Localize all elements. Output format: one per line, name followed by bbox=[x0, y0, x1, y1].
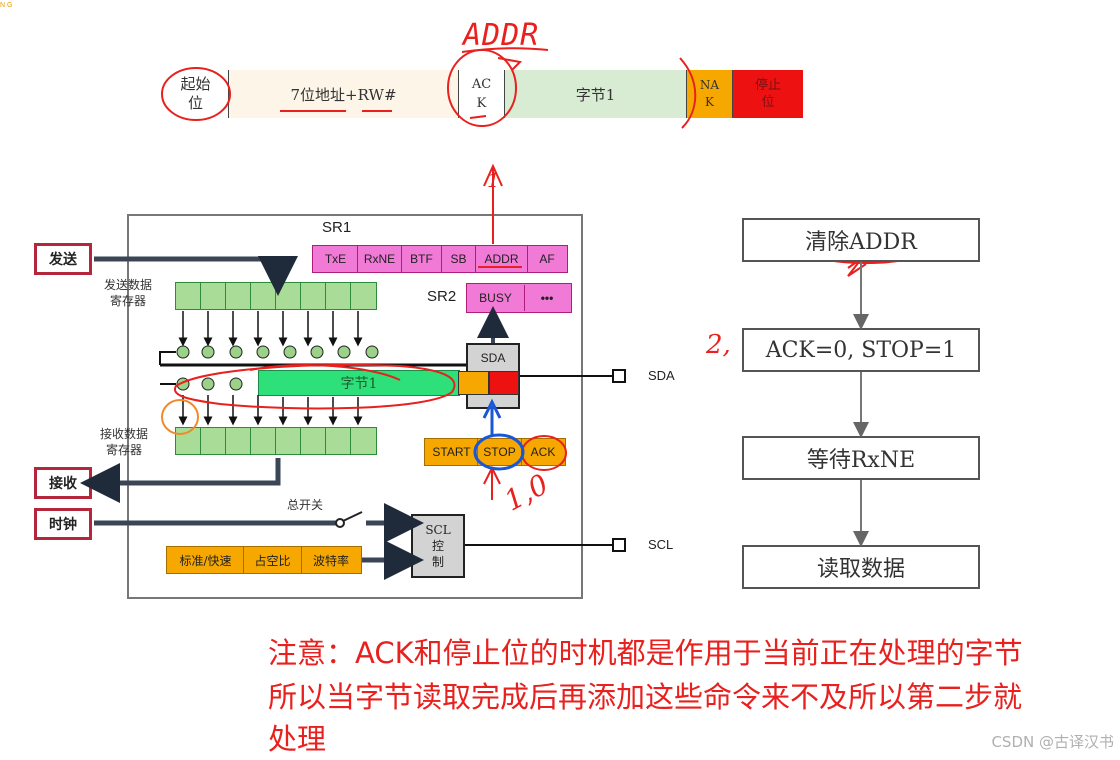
frame-start-bit: 起始 位 bbox=[163, 70, 229, 118]
note-line-1: 注意：ACK和停止位的时机都是作用于当前正在处理的字节 bbox=[268, 636, 1023, 670]
frame-ack: AC K bbox=[459, 70, 505, 118]
sr1-bit-sb: SB bbox=[442, 246, 476, 272]
send-label: 发送 bbox=[34, 243, 92, 275]
frame-byte1: 字节1 bbox=[505, 70, 687, 118]
receive-arrow bbox=[80, 458, 281, 503]
sr1-bit-af: AF bbox=[539, 252, 555, 266]
scl-config-duty: 占空比 bbox=[244, 547, 302, 573]
scl-config-mode: 标准/快速 bbox=[168, 547, 244, 573]
corner-tag: NG bbox=[0, 2, 15, 9]
ctrl-bit-ack: ACK bbox=[530, 445, 556, 459]
blue-handwriting bbox=[473, 398, 525, 471]
send-arrow bbox=[94, 256, 298, 296]
sr2-bit-more: ••• bbox=[540, 291, 554, 305]
shift-byte-label: 字节1 bbox=[340, 376, 378, 392]
scl-pin-label: SCL bbox=[648, 537, 674, 552]
sr1-bit-btf: BTF bbox=[402, 246, 442, 272]
sda-buffer-yellow bbox=[458, 371, 489, 395]
sda-block-label: SDA bbox=[480, 351, 506, 365]
rx-shift-nodes bbox=[176, 377, 243, 391]
flow-step-wait-rxne: 等待RxNE bbox=[742, 436, 980, 480]
tx-data-register-label: 发送数据 寄存器 bbox=[104, 278, 153, 308]
shift-register-byte1: 字节1 bbox=[258, 370, 460, 396]
ctrl-bit-start: START bbox=[426, 439, 478, 465]
sda-pin bbox=[612, 369, 626, 383]
i2c-block-diagram bbox=[127, 214, 583, 599]
sr2-bit-busy: BUSY bbox=[467, 285, 525, 311]
sda-pin-label: SDA bbox=[648, 368, 675, 383]
sr1-bit-txe: TxE bbox=[314, 246, 358, 272]
watermark: CSDN @古译汉书 bbox=[991, 733, 1114, 751]
scl-config-baud: 波特率 bbox=[312, 553, 349, 568]
handwritten-step-one: 1 bbox=[487, 168, 500, 192]
tx-shift-arrows bbox=[178, 311, 363, 347]
sr1-label: SR1 bbox=[322, 219, 352, 236]
tx-shift-nodes bbox=[176, 345, 379, 359]
annotation-addr: ADDR bbox=[463, 18, 540, 53]
scl-pin bbox=[612, 538, 626, 552]
scl-block-label: SCL 控 制 bbox=[425, 523, 451, 569]
flow-step-clear-addr: 清除ADDR bbox=[742, 218, 980, 262]
handwritten-step-two: 2, bbox=[706, 330, 731, 360]
rx-data-register-label: 接收数据 寄存器 bbox=[100, 427, 149, 457]
frame-stop-bit: 停止 位 bbox=[733, 70, 803, 118]
master-switch bbox=[335, 503, 424, 543]
sr1-bit-addr: ADDR bbox=[476, 246, 528, 272]
master-switch-label: 总开关 bbox=[287, 498, 324, 512]
sda-buffer-red bbox=[489, 371, 519, 395]
sr1-bit-rxne: RxNE bbox=[358, 246, 402, 272]
flow-step-read-data: 读取数据 bbox=[742, 545, 980, 589]
clock-label: 时钟 bbox=[34, 508, 92, 540]
flow-step-set-ack-stop: ACK=0, STOP=1 bbox=[742, 328, 980, 372]
note-line-3: 处理 bbox=[268, 722, 327, 756]
orange-circle-annotation bbox=[161, 399, 199, 435]
sr2-label: SR2 bbox=[427, 288, 457, 305]
note-line-2: 所以当字节读取完成后再添加这些命令来不及所以第二步就 bbox=[268, 680, 1023, 714]
